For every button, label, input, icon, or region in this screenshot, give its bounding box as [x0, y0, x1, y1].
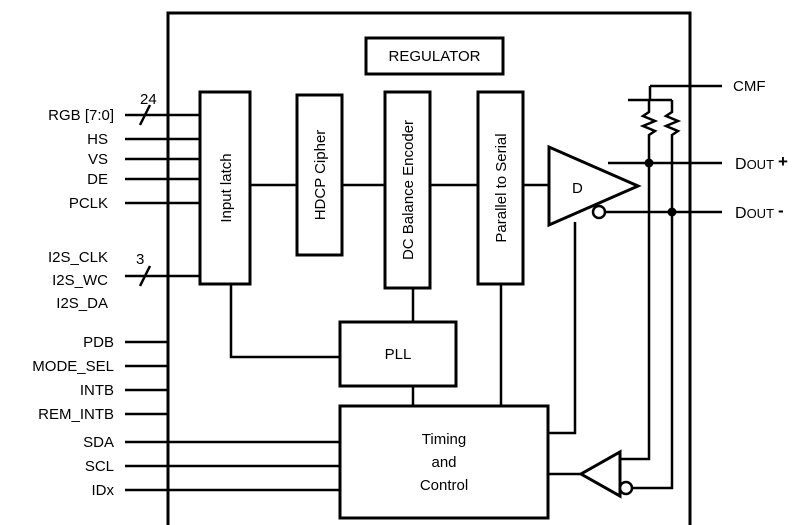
hdcp-cipher-block: [295, 93, 344, 257]
timing-label-2: and: [431, 454, 456, 471]
datapath-wires: [229, 183, 577, 435]
parallel-to-serial-block: [476, 90, 525, 286]
dc-balance-encoder-label: DC Balance Encoder: [400, 120, 417, 260]
dout-plus-label: DOUT+: [735, 152, 788, 173]
pdb-input-label: PDB: [83, 334, 114, 351]
rgb-input-label: RGB [7:0]: [48, 107, 114, 124]
chip-outline: [166, 11, 692, 525]
input-latch-label: Input latch: [218, 153, 235, 222]
pll-block: [338, 320, 458, 388]
scl-input-label: SCL: [85, 458, 114, 475]
mode-sel-input-label: MODE_SEL: [32, 358, 114, 375]
i2s-wc-input-label: I2S_WC: [52, 272, 108, 289]
output-wires: [548, 84, 722, 490]
i2s-clk-input-label: I2S_CLK: [48, 249, 108, 266]
timing-control-block: [338, 404, 550, 520]
i2s-bus-width: 3: [136, 251, 144, 268]
resistor-left: [639, 100, 659, 140]
input-latch-block: [198, 90, 252, 286]
i2s-da-input-label: I2S_DA: [56, 295, 108, 312]
input-wires: [125, 113, 340, 492]
regulator-label: REGULATOR: [389, 48, 481, 65]
idx-input-label: IDx: [92, 482, 115, 499]
cmf-output-label: CMF: [733, 78, 766, 95]
sda-input-label: SDA: [83, 434, 114, 451]
driver-label: D: [572, 180, 583, 197]
line-driver-triangle: [547, 144, 642, 228]
timing-label-3: Control: [420, 477, 468, 494]
intb-input-label: INTB: [80, 382, 114, 399]
rem-intb-input-label: REM_INTB: [38, 406, 114, 423]
back-channel-receiver: [577, 449, 622, 499]
pll-label: PLL: [385, 346, 412, 363]
timing-label-1: Timing: [422, 431, 466, 448]
dout-minus-label: DOUT-: [735, 201, 784, 222]
rgb-bus-width: 24: [140, 91, 157, 108]
dc-balance-encoder-block: [383, 90, 432, 290]
junction-dot: [644, 158, 654, 168]
parallel-to-serial-label: Parallel to Serial: [493, 133, 510, 242]
junction-dot: [667, 207, 677, 217]
regulator-block: [364, 36, 505, 76]
hs-input-label: HS: [87, 131, 108, 148]
resistor-right: [662, 100, 682, 140]
de-input-label: DE: [87, 171, 108, 188]
vs-input-label: VS: [88, 151, 108, 168]
receiver-invert-bubble: [618, 480, 634, 496]
pclk-input-label: PCLK: [69, 195, 108, 212]
hdcp-cipher-label: HDCP Cipher: [312, 130, 329, 221]
i2s-bus-slash: [138, 265, 152, 287]
driver-invert-bubble: [591, 204, 607, 220]
rgb-bus-slash: [138, 104, 152, 126]
